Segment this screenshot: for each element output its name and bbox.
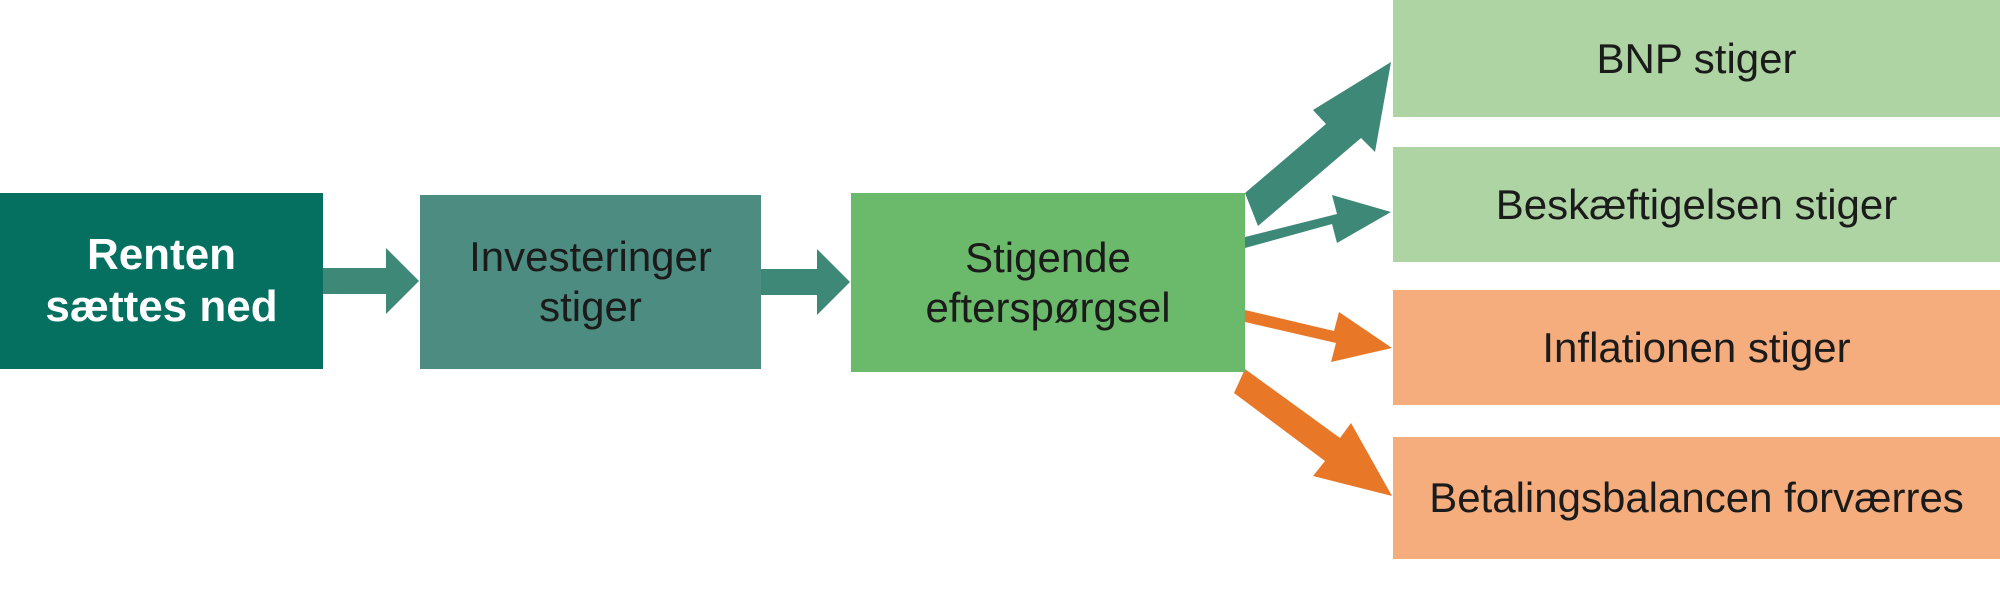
node-employment-rises-label: Beskæftigelsen stiger: [1495, 180, 1898, 228]
arrow-demand-to-balance: [1234, 369, 1392, 496]
node-balance-of-payments-worsens[interactable]: Betalingsbalancen forværres: [1393, 437, 2000, 559]
arrow-demand-to-employment: [1245, 195, 1391, 248]
node-inflation-rises-label: Inflationen stiger: [1542, 323, 1851, 371]
arrow-investments-to-demand: [761, 249, 850, 315]
arrow-demand-to-inflation: [1245, 310, 1392, 362]
node-balance-of-payments-worsens-label: Betalingsbalancen forværres: [1429, 474, 1964, 522]
arrow-rate-to-investments: [323, 248, 419, 314]
node-inflation-rises[interactable]: Inflationen stiger: [1393, 290, 2000, 405]
node-employment-rises[interactable]: Beskæftigelsen stiger: [1393, 147, 2000, 262]
node-gdp-rises[interactable]: BNP stiger: [1393, 0, 2000, 117]
arrow-demand-to-gdp: [1245, 62, 1391, 226]
node-gdp-rises-label: BNP stiger: [1596, 34, 1797, 82]
